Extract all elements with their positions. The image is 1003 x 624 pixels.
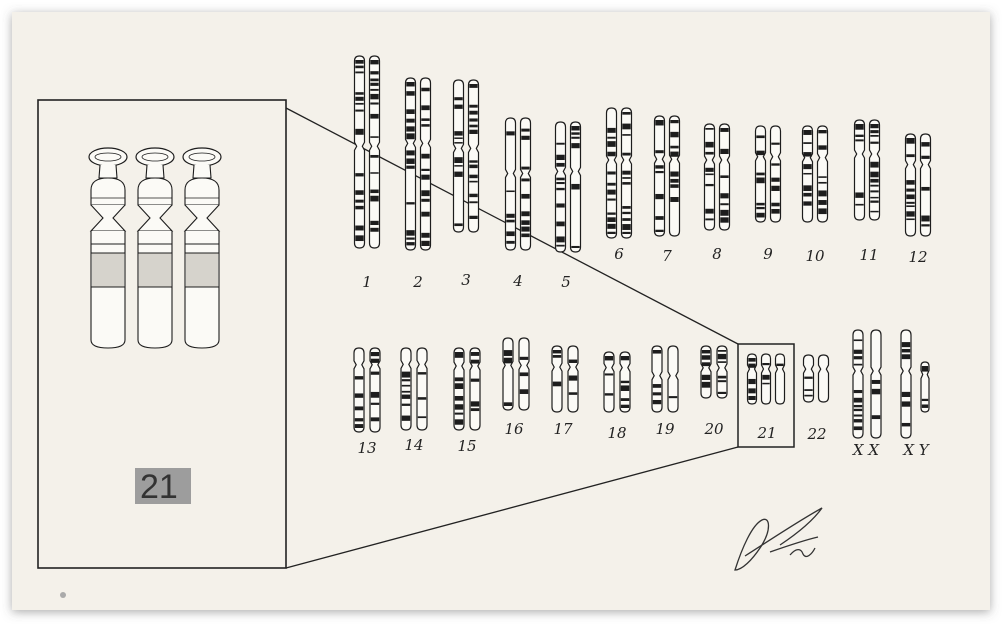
chromosome-label-18: 18 xyxy=(607,424,626,442)
chromosome-x-1 xyxy=(853,330,863,438)
chromosome-label-1: 1 xyxy=(362,273,372,291)
chromosome-21-copy-1 xyxy=(748,354,757,404)
chromosome-label-3: 3 xyxy=(461,271,471,289)
chromosome-label-xy: X Y xyxy=(902,441,930,459)
chromosome-label-14: 14 xyxy=(404,436,423,454)
chromosome-label-11: 11 xyxy=(859,246,878,264)
chromosome-x-2 xyxy=(871,330,881,438)
chromosome-label-20: 20 xyxy=(703,420,724,438)
chromosome-label-4: 4 xyxy=(512,272,523,290)
chromosome-label-21: 21 xyxy=(756,424,776,442)
chromosome-label-9: 9 xyxy=(763,245,773,263)
chromosome-label-7: 7 xyxy=(662,247,672,265)
chromosome-label-6: 6 xyxy=(614,245,624,263)
chromosome-label-16: 16 xyxy=(504,420,524,438)
chromosome-x-3 xyxy=(901,330,911,438)
inset-label: 21 xyxy=(140,468,178,506)
chromosome-label-10: 10 xyxy=(805,247,825,265)
chromosome-label-2: 2 xyxy=(412,273,423,291)
chromosome-21-copy-2 xyxy=(762,354,771,404)
chromosome-label-17: 17 xyxy=(553,420,573,438)
paper-speck xyxy=(60,592,66,598)
chromosome-label-22: 22 xyxy=(806,425,826,443)
chromosome-label-5: 5 xyxy=(561,273,571,291)
chromosome-label-xx: X X xyxy=(852,441,880,459)
chromosome-y xyxy=(921,362,929,412)
chromosome-label-19: 19 xyxy=(655,420,675,438)
chromosome-label-15: 15 xyxy=(457,437,476,455)
chromosome-21-copy-3 xyxy=(776,354,785,404)
inset-chromosome-group xyxy=(89,148,221,348)
chromosome-label-13: 13 xyxy=(357,439,376,457)
chromosome-label-12: 12 xyxy=(908,248,927,266)
chromosome-label-8: 8 xyxy=(712,245,722,263)
